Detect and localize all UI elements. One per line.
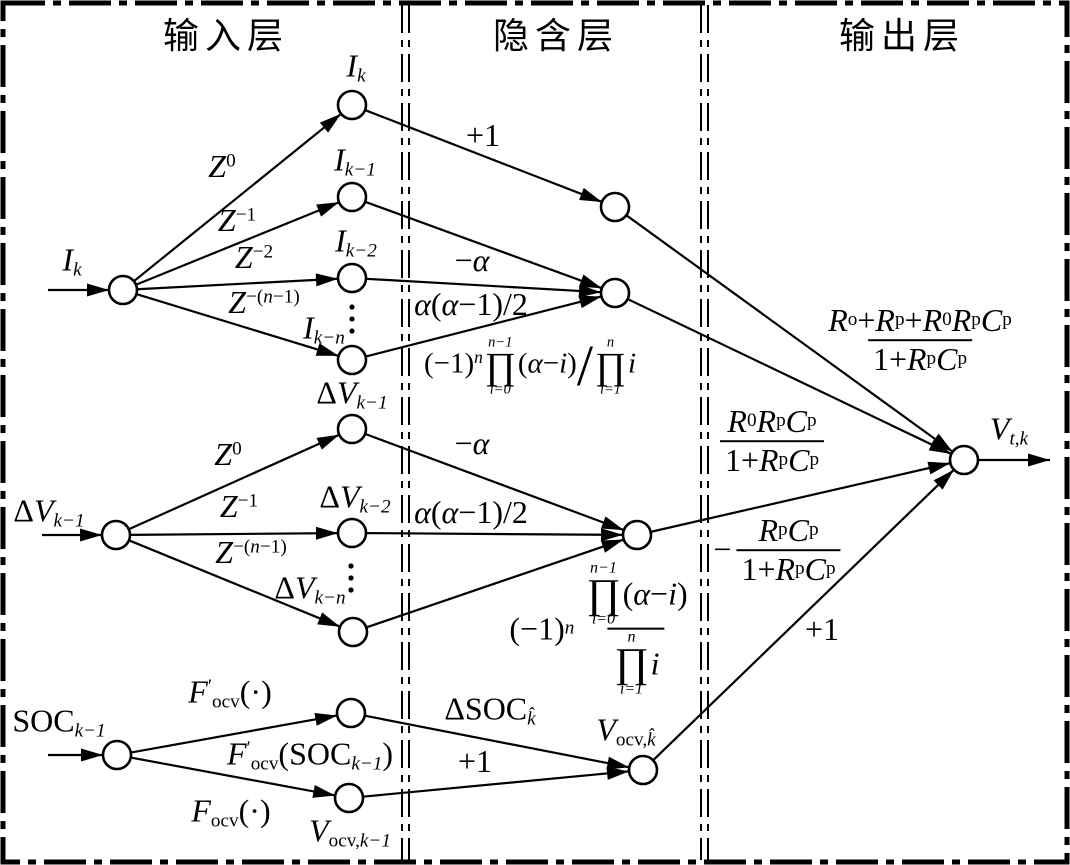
edge-dvk2-h3: [365, 528, 624, 542]
vertical-dots-icon: [349, 328, 355, 334]
edge-z0-dv: [128, 433, 340, 531]
edge-z1-dv: [129, 526, 339, 540]
edge-soc-f: [130, 756, 336, 798]
edge-f-vocv: [362, 766, 630, 798]
edge-z2-i: [136, 273, 339, 291]
label-delta-soc: ΔSOCk̂: [444, 690, 536, 730]
label-f-prime-dot: F′ocv(·): [188, 673, 272, 713]
product-operator: n∏i=1: [614, 629, 649, 698]
edge-ik2-h2: [365, 277, 602, 298]
edge-h1-out: [625, 214, 954, 453]
edge-ik1-h2: [364, 200, 603, 290]
label-plus1-soc: +1: [457, 743, 493, 780]
edge-z1-i: [135, 201, 340, 286]
label-alpha-frac-1: α(α−1)/2: [414, 286, 528, 323]
label-input-dv: ΔVk−1: [13, 492, 85, 532]
vertical-dots-icon: [348, 563, 354, 569]
edge-fprime-vocv: [364, 714, 630, 770]
vertical-dots-icon: [349, 304, 355, 310]
node-i-k-2: [336, 262, 368, 294]
edge-z0-i: [133, 112, 342, 283]
label-plus1-out: +1: [804, 611, 840, 648]
label-z-n1-dv: Z−(n−1): [215, 534, 287, 571]
node-dv-k-2: [336, 517, 368, 549]
header-hidden-layer: 隐含层: [492, 16, 620, 56]
node-v-ocv: [627, 754, 659, 786]
label-alpha-frac-2: α(α−1)/2: [414, 494, 528, 531]
label-f-dot: Focv(·): [191, 792, 271, 832]
node-dv-k-n: [337, 616, 369, 648]
edge-vocv-out: [652, 468, 955, 762]
label-input-i-k: Ik: [62, 241, 82, 281]
label-i-k-2: Ik−2: [335, 222, 377, 262]
label-z-1-dv: Z−1: [219, 488, 259, 525]
vertical-dots-icon: [348, 587, 354, 593]
node-soc-prime: [335, 697, 367, 729]
label-neg-alpha-2: −α: [454, 425, 490, 462]
node-input-dv: [100, 519, 132, 551]
label-v-ocv-k-1: Vocv,k−1: [309, 812, 391, 852]
edge-h3-out: [650, 461, 951, 533]
product-operator: n∏i=1: [594, 334, 626, 398]
edge-soc-fprime: [130, 712, 338, 754]
node-hidden-i-2: [599, 277, 631, 309]
vertical-dots-icon: [349, 316, 355, 322]
edge-dvkn-h3: [365, 538, 625, 629]
label-z0-i: Z0: [208, 148, 236, 185]
label-plus1-top: +1: [465, 117, 501, 154]
header-input-layer: 输入层: [162, 16, 290, 56]
label-z-1-i: Z−1: [217, 202, 257, 239]
edge-zn-i: [136, 293, 339, 357]
label-i-k-n: Ik−n: [303, 309, 345, 349]
header-output-layer: 输出层: [838, 16, 966, 56]
node-soc-f: [333, 782, 365, 814]
label-input-soc: SOCk−1: [12, 702, 106, 742]
label-neg-alpha-1: −α: [454, 242, 490, 279]
product-operator: n−1∏i=0: [484, 334, 516, 398]
node-i-k-1: [336, 181, 368, 213]
label-dv-k-2: ΔVk−2: [319, 478, 391, 518]
node-hidden-i-1: [599, 191, 631, 223]
edge-dvk1-h3: [364, 432, 625, 532]
label-i-k-1: Ik−1: [334, 141, 376, 181]
node-input-i: [107, 274, 139, 306]
node-i-k: [336, 89, 368, 121]
node-output: [948, 444, 980, 476]
node-hidden-dv: [621, 519, 653, 551]
label-dv-k-n: ΔVk−n: [274, 569, 346, 609]
node-i-k-n: [336, 344, 368, 376]
label-f-prime-soc: F′ocv(SOCk−1): [226, 735, 394, 775]
node-input-soc: [101, 739, 133, 771]
product-operator: n−1∏i=0: [586, 559, 621, 628]
edge-ikn-h2: [365, 295, 602, 358]
edge-h2-out: [627, 298, 952, 455]
label-z-2-i: Z−2: [234, 239, 274, 276]
label-v-ocv-khat: Vocv,k̂: [596, 711, 656, 751]
label-z-n1-i: Z−(n−1): [228, 284, 300, 321]
label-v-t-k: Vt,k: [989, 410, 1029, 450]
label-i-k: Ik: [346, 47, 366, 87]
label-dv-k-1: ΔVk−1: [316, 374, 388, 414]
vertical-dots-icon: [348, 575, 354, 581]
label-z0-dv: Z0: [214, 436, 242, 473]
node-dv-k-1: [336, 413, 368, 445]
edge-ik-h1: [364, 109, 603, 203]
edge-zn-dv: [128, 539, 341, 628]
